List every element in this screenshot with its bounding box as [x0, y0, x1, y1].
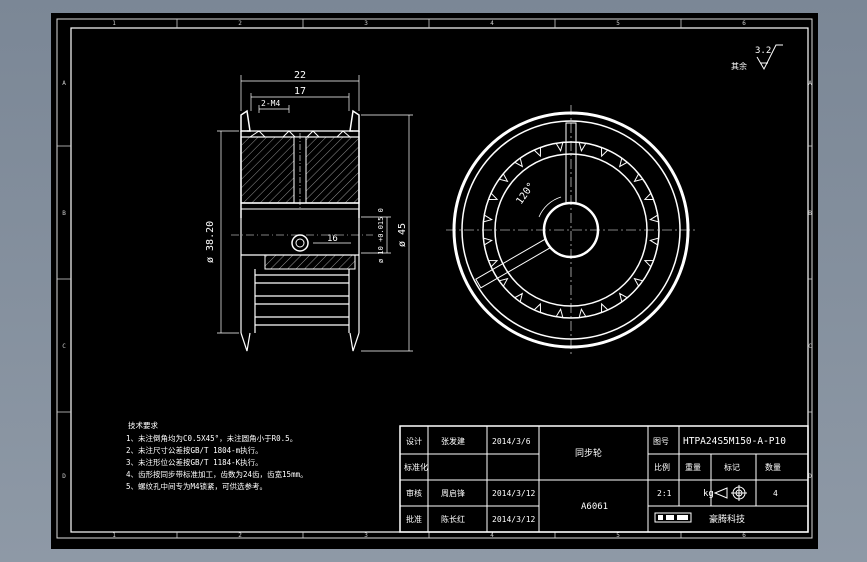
col-label-2-bottom: 2: [238, 532, 242, 539]
company-name: 豪腾科技: [709, 513, 745, 525]
section-view: 22 17 2-M4 ø 38.20 16 ø 10 +0.015 0 ø 45: [205, 70, 413, 352]
row-label-d-right: D: [808, 473, 812, 480]
right-flange: [349, 109, 360, 132]
header-scale: 比例: [654, 462, 670, 472]
angle-label: 120°: [514, 181, 537, 207]
company-logo: [654, 512, 692, 523]
dim-bore: ø 10 +0.015 0: [377, 208, 385, 263]
screw-hole-icon: [291, 234, 309, 252]
drawing-number: HTPA24S5M150-A-P10: [683, 436, 786, 447]
header-quantity: 数量: [765, 462, 781, 472]
note-1: 1、未注倒角均为C0.5X45°，未注圆角小于R0.5。: [126, 433, 297, 443]
roughness-label: 其余: [731, 61, 747, 71]
drawing-sheet: 1 2 3 4 5 6 1 2 3 4 5 6 A B C D A B C D …: [51, 13, 818, 549]
dim-outer-diameter: ø 38.20: [205, 221, 216, 263]
col-label-1: 1: [112, 20, 116, 27]
hub-circle: [494, 153, 648, 307]
notes-title: 技术要求: [128, 420, 158, 430]
col-label-1-bottom: 1: [112, 532, 116, 539]
col-label-6-bottom: 6: [742, 532, 746, 539]
part-name: 同步轮: [575, 447, 602, 459]
row-label-a: A: [62, 80, 66, 87]
col-label-4: 4: [490, 20, 494, 27]
drawing-no-label: 图号: [653, 437, 669, 446]
note-5: 5、螺纹孔中间专为M4锁紧，可供选参考。: [126, 481, 267, 491]
dim-hub-width: 17: [294, 86, 306, 97]
roughness-symbol: 其余 3.2: [731, 44, 783, 71]
quantity-value: 4: [773, 489, 778, 498]
roughness-value: 3.2: [755, 46, 771, 56]
inner-border: [70, 27, 809, 533]
material: A6061: [581, 502, 608, 512]
role-design: 设计: [406, 436, 422, 446]
date-approve: 2014/3/12: [492, 515, 536, 524]
col-label-3: 3: [364, 20, 368, 27]
date-design: 2014/3/6: [492, 437, 531, 446]
front-view: [446, 105, 696, 355]
weight-unit: kg: [703, 489, 714, 499]
header-mark: 标记: [724, 462, 740, 472]
outer-border: [56, 18, 813, 539]
dim-flange-diameter: ø 45: [397, 223, 408, 247]
role-review: 审核: [406, 488, 422, 498]
role-standard: 标准化: [404, 462, 428, 472]
note-3: 3、未注形位公差按GB/T 1184-K执行。: [126, 457, 263, 467]
name-approve: 陈长红: [441, 514, 465, 524]
scale-value: 2:1: [657, 489, 672, 498]
row-label-c: C: [62, 343, 66, 350]
grid-markers: [57, 19, 812, 538]
screw-slot-lower-left: [475, 238, 551, 289]
row-label-b-right: B: [808, 210, 812, 217]
projection-symbol-icon: [713, 485, 747, 501]
row-label-b: B: [62, 210, 66, 217]
row-label-a-right: A: [808, 80, 812, 87]
technical-notes: 技术要求 1、未注倒角均为C0.5X45°，未注圆角小于R0.5。 2、未注尺寸…: [126, 420, 308, 491]
name-review: 周启锋: [441, 488, 465, 498]
col-label-4-bottom: 4: [490, 532, 494, 539]
dim-keyway-width: 16: [327, 234, 338, 244]
role-approve: 批准: [406, 514, 422, 524]
date-review: 2014/3/12: [492, 489, 536, 498]
col-label-3-bottom: 3: [364, 532, 368, 539]
dim-thread: 2-M4: [261, 99, 280, 108]
bore-circle: [542, 201, 600, 259]
col-label-5-bottom: 5: [616, 532, 620, 539]
col-label-6: 6: [742, 20, 746, 27]
row-label-d: D: [62, 473, 66, 480]
screw-slot-top: [565, 122, 577, 204]
dim-overall-width: 22: [294, 70, 306, 81]
left-flange: [240, 109, 251, 132]
angle-arc: [538, 196, 562, 218]
note-2: 2、未注尺寸公差按GB/T 1804-m执行。: [126, 445, 263, 455]
header-weight: 重量: [685, 462, 701, 472]
col-label-2: 2: [238, 20, 242, 27]
col-label-5: 5: [616, 20, 620, 27]
name-design: 张发建: [441, 436, 465, 446]
lower-teeth: [240, 218, 360, 352]
note-4: 4、齿形按同步带标准加工，齿数为24齿，齿宽15mm。: [126, 469, 308, 479]
keyway-hatch: [264, 254, 356, 270]
title-block: [399, 425, 809, 533]
row-label-c-right: C: [808, 343, 812, 350]
